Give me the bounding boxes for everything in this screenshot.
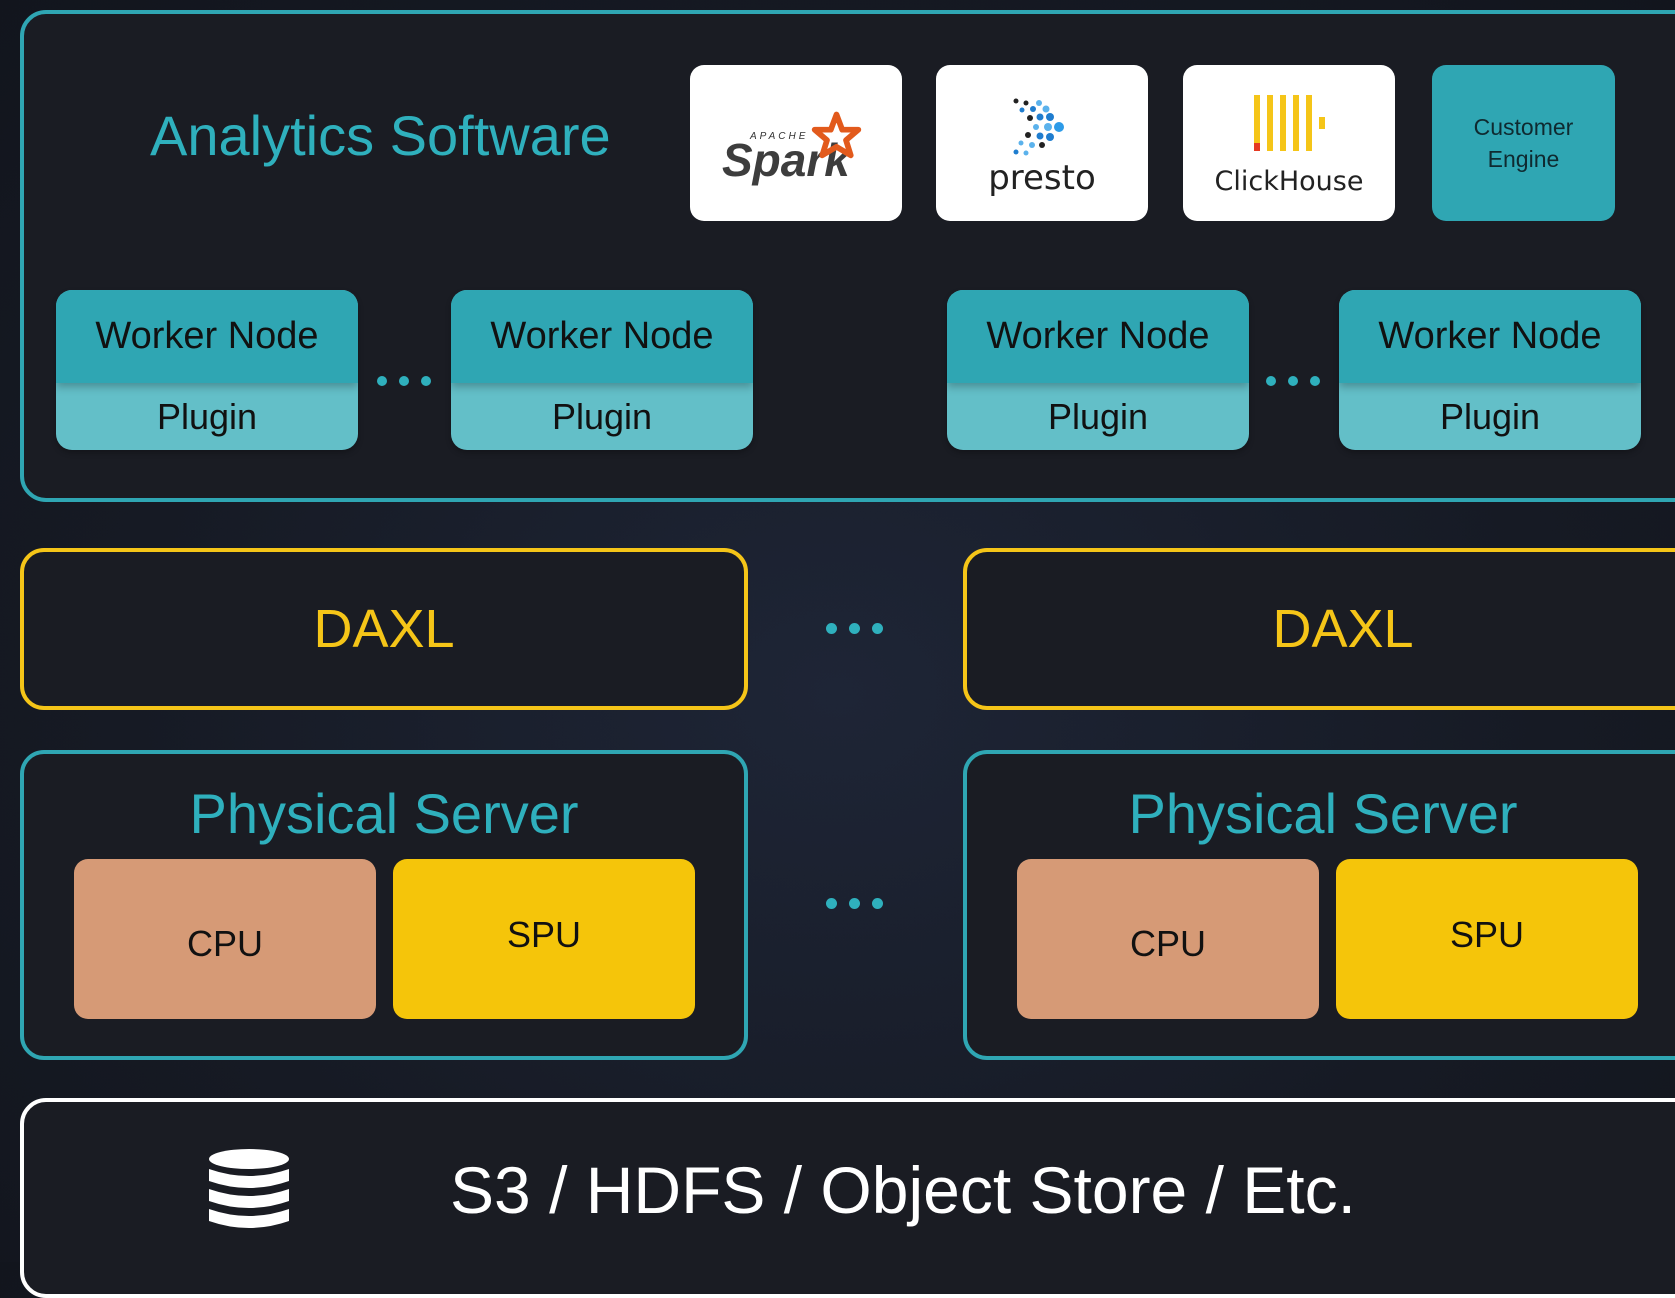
spu-box-right: SPU — [1336, 859, 1638, 1019]
worker-node-2: Worker Node Plugin — [451, 290, 753, 450]
storage-label: S3 / HDFS / Object Store / Etc. — [450, 1153, 1356, 1227]
daxl-ellipsis — [826, 623, 883, 634]
daxl-box-right: DAXL — [963, 548, 1675, 710]
spu-box-left: SPU — [393, 859, 695, 1019]
cpu-box-left: CPU — [74, 859, 376, 1019]
plugin-label: Plugin — [1439, 395, 1541, 437]
worker-node-label: Worker Node — [1339, 290, 1641, 383]
spark-logo-card: APACHE Spark — [690, 65, 902, 221]
database-icon — [206, 1147, 292, 1238]
worker-node-3: Worker Node Plugin — [947, 290, 1249, 450]
spark-logo-icon: APACHE Spark — [722, 111, 862, 186]
server-ellipsis — [826, 898, 883, 909]
worker-node-4: Worker Node Plugin — [1339, 290, 1641, 450]
physical-server-title-right: Physical Server — [1128, 782, 1518, 845]
spark-wordmark: Spark — [722, 134, 852, 186]
analytics-software-title: Analytics Software — [150, 104, 611, 167]
physical-server-title-left: Physical Server — [189, 782, 579, 845]
plugin-label: Plugin — [1047, 395, 1149, 437]
worker-node-label: Worker Node — [56, 290, 358, 383]
cpu-box-right: CPU — [1017, 859, 1319, 1019]
spark-apache-text: APACHE — [749, 131, 808, 142]
worker-ellipsis-left — [377, 376, 431, 386]
presto-logo-icon: presto — [988, 98, 1096, 198]
daxl-box-left: DAXL — [20, 548, 748, 710]
worker-node-1: Worker Node Plugin — [56, 290, 358, 450]
worker-ellipsis-right — [1266, 376, 1320, 386]
presto-logo-card: presto — [936, 65, 1148, 221]
worker-node-label: Worker Node — [451, 290, 753, 383]
clickhouse-logo-icon: ClickHouse — [1215, 95, 1364, 197]
clickhouse-wordmark: ClickHouse — [1215, 166, 1364, 197]
plugin-label: Plugin — [551, 395, 653, 437]
customer-engine-card: Customer Engine — [1432, 65, 1615, 221]
clickhouse-logo-card: ClickHouse — [1183, 65, 1395, 221]
worker-node-label: Worker Node — [947, 290, 1249, 383]
plugin-label: Plugin — [156, 395, 258, 437]
customer-engine-line1: Customer — [1473, 114, 1574, 140]
customer-engine-line2: Engine — [1487, 146, 1560, 172]
presto-wordmark: presto — [988, 158, 1096, 198]
